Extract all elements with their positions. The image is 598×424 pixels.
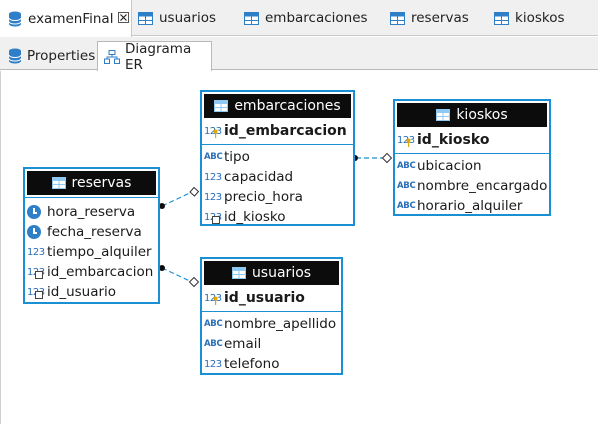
foreign-key-icon: 123 [204,209,224,225]
entity-header: embarcaciones [204,94,351,118]
text-type-icon: ABC [204,339,223,349]
column-name: capacidad [224,169,294,185]
tab-label: Properties [27,47,96,64]
table-icon [51,177,66,189]
foreign-key-icon: 123 [27,264,47,280]
tab-diagrama-er[interactable]: Diagrama ER [97,40,212,73]
tab-kioskos[interactable]: kioskos [494,0,565,36]
numeric-type-icon: 123 [397,134,415,147]
text-type-icon: ABC [397,161,416,171]
entity-title: usuarios [251,265,312,281]
numeric-type-icon: 123 [204,125,222,138]
numeric-type-icon: 123 [204,292,222,305]
tab-label: Diagrama ER [125,40,192,73]
column-name: email [224,336,262,352]
er-diagram-icon [104,49,120,64]
table-icon [244,11,259,25]
tab-label: reservas [411,10,469,26]
tab-embarcaciones[interactable]: embarcaciones [244,0,368,36]
tab-properties[interactable]: Properties [2,41,101,70]
database-icon [8,11,22,27]
entity-title: embarcaciones [234,98,341,114]
pk-column[interactable]: 123 id_embarcacion [204,121,353,141]
canvas-left-edge [0,71,1,424]
column-name: horario_alquiler [417,198,523,214]
entity-header: kioskos [397,103,547,127]
numeric-type-icon: 123 [204,171,222,183]
tab-examenfinal[interactable]: examenFinal [0,0,132,37]
table-icon [436,109,451,121]
pk-column[interactable]: 123 id_kiosko [397,130,549,150]
numeric-type-icon: 123 [204,191,222,203]
column-name: tiempo_alquiler [47,244,152,260]
tab-label: examenFinal [28,10,114,27]
tab-label: embarcaciones [265,10,368,26]
key-icon [406,138,411,147]
column-name: hora_reserva [47,204,136,220]
column-name: telefono [224,356,280,372]
column-name: nombre_encargado [417,178,548,194]
numeric-type-icon: 123 [27,246,45,258]
tab-reservas[interactable]: reservas [390,0,469,36]
column-row[interactable]: hora_reserva [27,202,158,222]
table-icon [138,11,153,25]
entity-title: kioskos [456,107,508,123]
close-icon[interactable] [118,11,130,26]
entity-title: reservas [71,175,132,191]
tab-usuarios[interactable]: usuarios [138,0,216,36]
column-name: tipo [224,149,250,165]
pk-column[interactable]: 123 id_usuario [204,288,341,308]
column-name: ubicacion [417,158,482,174]
tab-label: kioskos [515,10,565,26]
entity-header: usuarios [204,261,339,285]
column-name: id_embarcacion [47,264,154,280]
column-row[interactable]: fecha_reserva [27,222,158,242]
entity-header: reservas [27,171,156,195]
column-name: id_usuario [47,284,117,300]
tab-label: usuarios [159,10,217,26]
table-icon [214,100,229,112]
key-icon [213,129,218,138]
table-icon [390,11,405,25]
column-name: precio_hora [224,189,303,205]
database-icon [8,48,22,64]
column-name: nombre_apellido [224,316,337,332]
column-name: fecha_reserva [47,224,142,240]
numeric-type-icon: 123 [204,358,222,370]
time-type-icon [27,204,47,220]
text-type-icon: ABC [204,152,223,162]
time-type-icon [27,224,47,240]
column-name: id_kiosko [417,132,490,148]
text-type-icon: ABC [204,319,223,329]
text-type-icon: ABC [397,181,416,191]
column-name: id_kiosko [224,209,286,225]
column-name: id_usuario [224,290,305,306]
text-type-icon: ABC [397,201,416,211]
key-icon [213,296,218,305]
editor-sub-tab-bar: Properties Diagrama ER [0,37,598,73]
editor-tab-bar: examenFinal usuarios embarcaciones reser… [0,0,598,37]
column-name: id_embarcacion [224,123,347,139]
table-icon [231,267,246,279]
foreign-key-icon: 123 [27,284,47,300]
table-icon [494,11,509,25]
